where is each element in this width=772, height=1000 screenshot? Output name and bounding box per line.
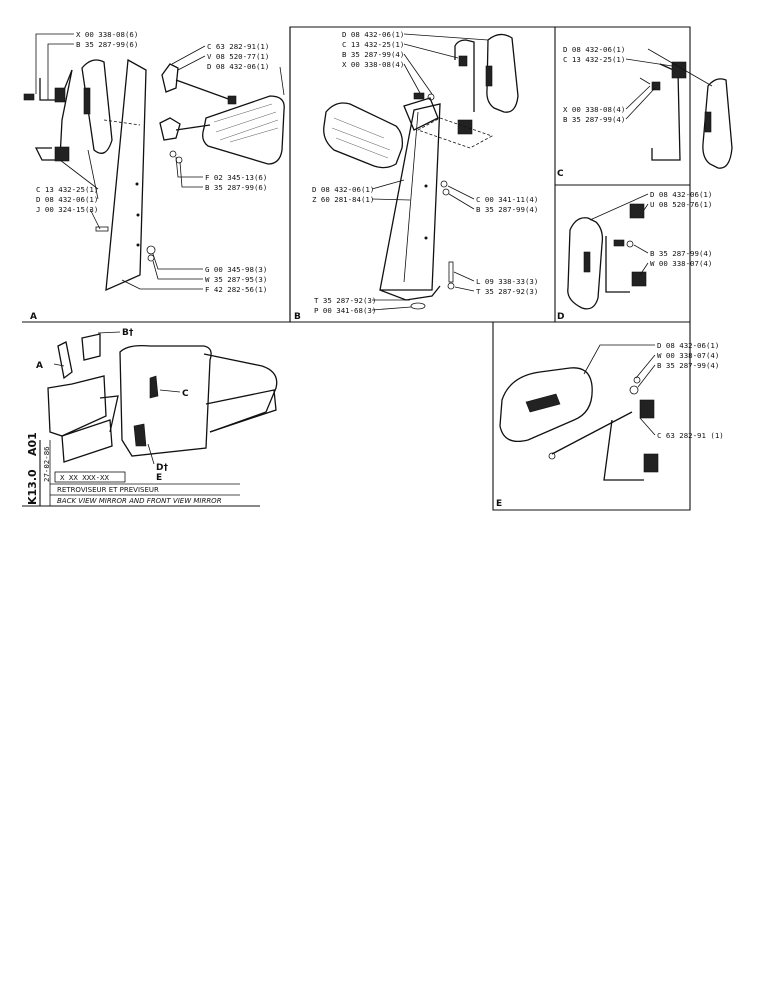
mirror-d — [567, 217, 604, 310]
part-label: F 42 282-56(1) — [205, 285, 267, 294]
part-label: B 35 287-99(4) — [650, 249, 712, 258]
callout-leader — [97, 331, 121, 334]
panel-frames — [22, 26, 691, 511]
part-label: T 35 287-92(3) — [314, 296, 376, 305]
panel-d-letter: D — [557, 312, 564, 322]
title-block: A01 K13.0 27-02-86 X XX XXX-XX RETROVISE… — [22, 432, 260, 507]
mirror-pillar — [379, 103, 441, 291]
part-label: W 00 338-07(4) — [650, 259, 712, 268]
part-label: F 02 345-13(6) — [205, 173, 267, 182]
part-label: D 08 432-06(1) — [207, 62, 269, 71]
part-label: D 08 432-06(1) — [36, 195, 98, 204]
panel-e-letter: E — [496, 499, 502, 509]
part-label: D 08 432-06(1) — [342, 30, 404, 39]
callout-leader — [53, 363, 65, 367]
side-mirror — [323, 102, 404, 169]
part-label: D 08 432-06(1) — [563, 45, 625, 54]
part-label: P 00 341-68(3) — [314, 306, 376, 315]
panel-a-letter: A — [30, 312, 37, 322]
part-label: C 00 341-11(4) — [476, 195, 538, 204]
front-mirror — [202, 95, 285, 165]
sheet-code-prefix: A01 — [26, 432, 39, 456]
mirror-e — [499, 367, 593, 443]
part-label: C 13 432-25(1) — [36, 185, 98, 194]
part-label: L 09 338-33(3) — [476, 277, 538, 286]
part-label: Z 60 281-84(1) — [312, 195, 374, 204]
callout-e: E — [156, 473, 162, 483]
panel-c: C — [557, 61, 733, 179]
mirror-arm-lower — [34, 147, 60, 161]
part-label: B 35 287-99(4) — [476, 205, 538, 214]
upper-rear-mirror — [486, 33, 519, 113]
panel-b-letter: B — [294, 312, 301, 322]
front-mirror-bracket — [161, 63, 179, 93]
title-english: BACK VIEW MIRROR AND FRONT VIEW MIRROR — [57, 497, 222, 505]
callout-c: C — [182, 389, 189, 399]
panel-c-letter: C — [557, 169, 564, 179]
part-label: D 08 432-06(1) — [312, 185, 374, 194]
callout-a: A — [36, 361, 43, 371]
part-label: X 00 338-08(4) — [563, 105, 625, 114]
part-label: D 08 432-06(1) — [657, 341, 719, 350]
part-label: T 35 287-92(3) — [476, 287, 538, 296]
sheet-code-number: K13.0 — [26, 469, 39, 505]
reference-box — [54, 471, 126, 483]
panel-b: B — [294, 33, 519, 322]
part-label: D 08 432-06(1) — [650, 190, 712, 199]
drawing-date: 27-02-86 — [42, 446, 51, 482]
mirror-arm — [39, 69, 73, 101]
cab-pillar — [105, 58, 147, 292]
part-label: J 00 324-15(3) — [36, 205, 98, 214]
part-label: X 00 338-08(4) — [342, 60, 404, 69]
part-label: C 13 432-25(1) — [563, 55, 625, 64]
panel-e-labels: D 08 432-06(1) W 00 338-07(4) B 35 287-9… — [583, 341, 724, 440]
part-label: W 35 287-95(3) — [205, 275, 267, 284]
part-label: B 35 287-99(4) — [342, 50, 404, 59]
part-label: B 35 287-99(4) — [563, 115, 625, 124]
part-label: W 00 338-07(4) — [657, 351, 719, 360]
cab-overview: A B† C D† E — [36, 328, 278, 483]
callout-d: D† — [156, 463, 168, 473]
title-french: RETROVISEUR ET PREVISEUR — [57, 486, 159, 494]
part-label: C 13 432-25(1) — [342, 40, 404, 49]
clamp-bracket — [54, 146, 70, 162]
panel-b-labels: D 08 432-06(1) C 13 432-25(1) B 35 287-9… — [312, 30, 538, 315]
part-label: X 00 338-08(6) — [76, 30, 138, 39]
reference-number: X XX XXX-XX — [60, 473, 109, 482]
panel-d-labels: D 08 432-06(1) U 08 520-76(1) B 35 287-9… — [589, 190, 712, 276]
rear-mirror — [81, 59, 113, 154]
panel-a-labels: X 00 338-08(6) B 35 287-99(6) C 63 282-9… — [35, 30, 285, 294]
part-label: C 63 282-91 (1) — [657, 431, 724, 440]
callout-leader — [159, 389, 181, 393]
panel-d: D — [557, 203, 647, 322]
bolt — [23, 93, 35, 101]
callout-b: B† — [122, 328, 134, 338]
part-label: B 35 287-99(4) — [657, 361, 719, 370]
part-label: U 08 520-76(1) — [650, 200, 712, 209]
callout-leader — [147, 443, 155, 465]
part-label: G 00 345-98(3) — [205, 265, 267, 274]
panel-e: E — [496, 367, 659, 509]
mirror-c — [702, 78, 733, 169]
part-label: C 63 282-91(1) — [207, 42, 269, 51]
part-label: V 08 520-77(1) — [207, 52, 269, 61]
panel-c-labels: D 08 432-06(1) C 13 432-25(1) X 00 338-0… — [563, 45, 713, 124]
part-label: B 35 287-99(6) — [76, 40, 138, 49]
part-label: B 35 287-99(6) — [205, 183, 267, 192]
clamp-bracket — [54, 87, 66, 103]
